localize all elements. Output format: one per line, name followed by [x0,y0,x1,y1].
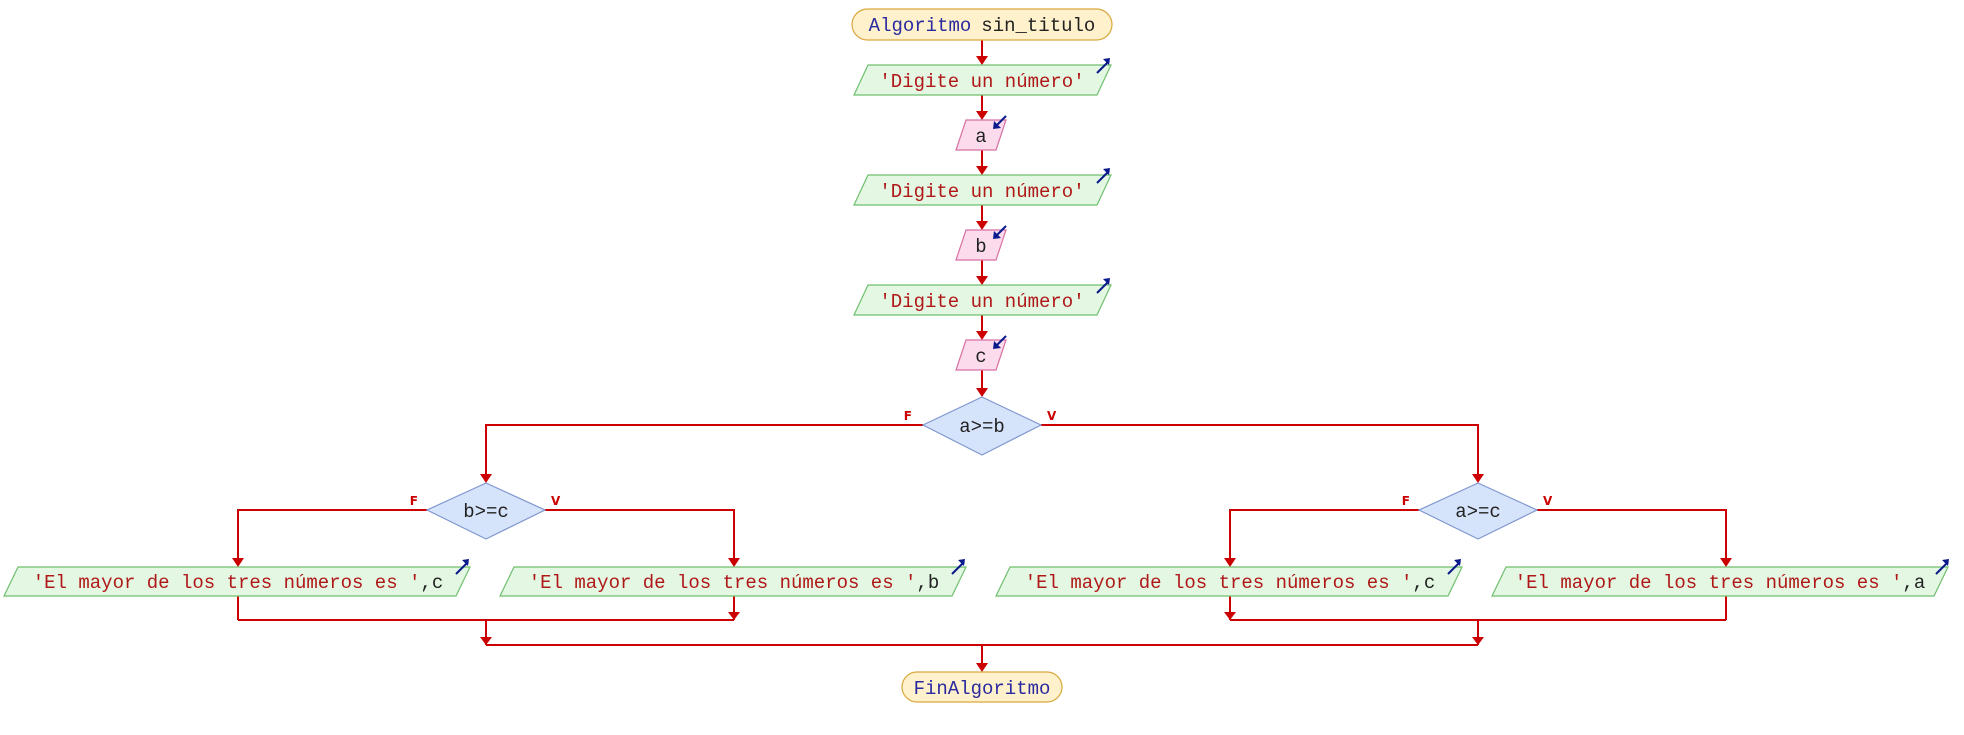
output-arrow-icon [1096,58,1110,74]
output-shape [995,566,1463,597]
connector-right-true [1537,509,1727,560]
end-label: FinAlgoritmo [914,678,1051,700]
arrowhead [976,56,988,65]
decision-right: a>=c F V [1402,482,1553,540]
arrowhead [976,276,988,285]
terminal-shape [901,671,1063,703]
output-text: 'Digite un número' [879,291,1084,313]
output-prompt-3: 'Digite un número' [853,278,1112,316]
output-arrow-icon [1096,278,1110,294]
input-var: c [975,346,986,368]
arrowhead [976,166,988,175]
arrowhead [976,388,988,397]
connector-right-false [1229,509,1419,560]
output-result-4: 'El mayor de los tres números es ',a [1491,559,1949,597]
arrowhead [1472,474,1484,483]
output-string: 'El mayor de los tres números es ' [1025,572,1413,594]
output-var: ,c [420,572,443,594]
connector-main-false [485,424,923,476]
output-var: ,b [916,572,939,594]
input-read-c: c [955,335,1007,371]
branch-false-label: F [1402,494,1410,508]
output-text: 'Digite un número' [879,181,1084,203]
arrowhead [728,558,740,567]
branch-true-label: V [1047,409,1057,423]
decision-condition: a>=b [959,416,1005,438]
output-result-1: 'El mayor de los tres números es ',c [3,559,471,597]
branch-false-label: F [904,409,912,423]
decision-condition: a>=c [1455,501,1501,523]
output-shape [3,566,471,597]
decision-shape [425,482,547,540]
output-var: ,c [1412,572,1435,594]
output-arrow-icon [951,559,965,575]
output-text: 'El mayor de los tres números es ',b [529,572,939,594]
output-string: 'El mayor de los tres números es ' [529,572,917,594]
arrowhead [976,111,988,120]
branch-false-label: F [410,494,418,508]
output-prompt-1: 'Digite un número' [853,58,1112,96]
output-shape [853,284,1112,316]
arrowhead [1472,637,1484,645]
arrowhead [1720,558,1732,567]
start-keyword: Algoritmo [869,15,972,37]
arrowhead [1224,558,1236,567]
output-string: 'El mayor de los tres números es ' [1515,572,1903,594]
output-text: 'El mayor de los tres números es ',c [1025,572,1435,594]
output-arrow-icon [1096,168,1110,184]
decision-shape [921,396,1043,456]
output-result-2: 'El mayor de los tres números es ',b [499,559,967,597]
end-terminal: FinAlgoritmo [901,671,1063,703]
connector-main-true [1041,424,1479,476]
input-arrow-icon [993,115,1007,129]
output-shape [499,566,967,597]
branch-true-label: V [551,494,561,508]
output-shape [1491,566,1949,597]
input-read-b: b [955,225,1007,261]
arrowhead [976,663,988,672]
output-text: 'El mayor de los tres números es ',a [1515,572,1925,594]
output-string: 'El mayor de los tres números es ' [33,572,421,594]
branch-true-label: V [1543,494,1553,508]
decision-left: b>=c F V [410,482,561,540]
output-shape [853,174,1112,206]
output-text: 'El mayor de los tres números es ',c [33,572,443,594]
arrowhead [480,474,492,483]
arrowhead [728,612,740,620]
arrowhead [232,558,244,567]
decision-main: a>=b F V [904,396,1057,456]
input-arrow-icon [993,335,1007,349]
output-var: ,a [1902,572,1925,594]
output-result-3: 'El mayor de los tres números es ',c [995,559,1463,597]
output-text: 'Digite un número' [879,71,1084,93]
arrowhead [976,221,988,230]
output-arrow-icon [455,559,469,575]
decision-condition: b>=c [463,501,509,523]
input-var: a [975,126,986,148]
decision-shape [1417,482,1539,540]
arrowhead [480,637,492,645]
arrowhead [1224,612,1236,620]
output-shape [853,64,1112,96]
terminal-shape [851,8,1113,41]
input-arrow-icon [993,225,1007,239]
connectors [232,40,1732,672]
output-prompt-2: 'Digite un número' [853,168,1112,206]
input-var: b [975,236,986,258]
start-name: sin_titulo [981,15,1095,37]
output-arrow-icon [1447,559,1461,575]
start-label: Algoritmo sin_titulo [869,15,1096,37]
connector-left-false [237,509,427,560]
input-read-a: a [955,115,1007,151]
connector-left-true [545,509,735,560]
output-arrow-icon [1935,559,1949,575]
start-terminal: Algoritmo sin_titulo [851,8,1113,41]
arrowhead [976,331,988,340]
